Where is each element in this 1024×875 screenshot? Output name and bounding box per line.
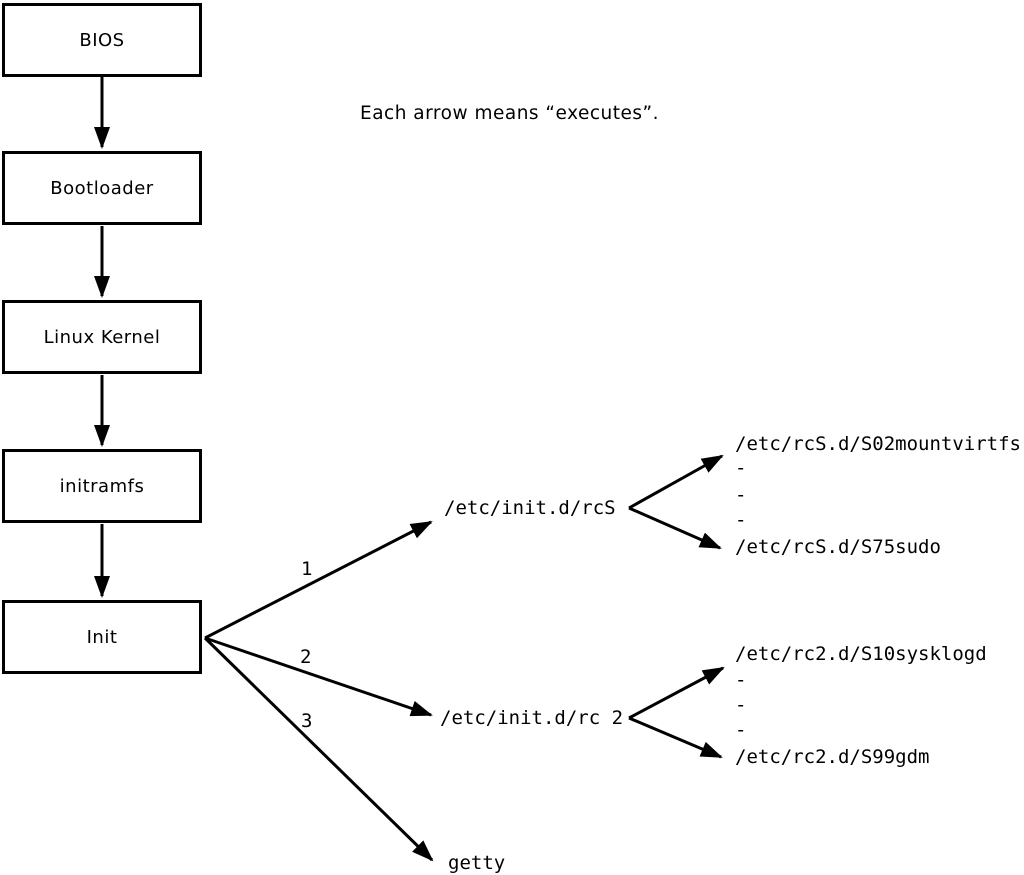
flowchart-box-initramfs: initramfs <box>2 449 202 523</box>
rc2-ellipsis-dash-1: - <box>735 669 747 691</box>
rcS-ellipsis-dash-3: - <box>735 509 747 531</box>
rc2-ellipsis-dash-2: - <box>735 694 747 716</box>
node-etc-init-d-rcS: /etc/init.d/rcS <box>444 497 616 519</box>
arrow-init-to-getty <box>203 636 434 862</box>
box-label-initramfs: initramfs <box>59 475 145 497</box>
edge-label-3: 3 <box>301 710 313 732</box>
arrow-init-to-rcS <box>204 520 433 640</box>
node-rcS-last-script: /etc/rcS.d/S75sudo <box>735 536 941 558</box>
flowchart-box-bios: BIOS <box>2 3 202 77</box>
rc2-ellipsis-dash-3: - <box>735 719 747 741</box>
edge-label-2: 2 <box>300 646 312 668</box>
node-getty: getty <box>448 852 506 874</box>
arrow-rcS-to-last <box>628 506 722 550</box>
node-rc2-last-script: /etc/rc2.d/S99gdm <box>735 746 930 768</box>
edge-label-1: 1 <box>301 558 313 580</box>
arrow-rc2-to-last <box>628 716 723 759</box>
flowchart-box-linux-kernel: Linux Kernel <box>2 300 202 374</box>
diagram-caption: Each arrow means “executes”. <box>360 103 659 124</box>
arrow-rcS-to-first <box>628 454 724 510</box>
box-label-linux-kernel: Linux Kernel <box>43 326 161 348</box>
node-rcS-first-script: /etc/rcS.d/S02mountvirtfs <box>735 433 1021 455</box>
node-etc-init-d-rc2: /etc/init.d/rc 2 <box>440 707 624 729</box>
arrow-rc2-to-first <box>628 666 725 720</box>
flowchart-box-bootloader: Bootloader <box>2 151 202 225</box>
box-label-init: Init <box>86 626 118 648</box>
rcS-ellipsis-dash-2: - <box>735 484 747 506</box>
box-label-bios: BIOS <box>79 29 125 51</box>
arrow-init-to-rc2 <box>204 636 433 717</box>
box-label-bootloader: Bootloader <box>50 177 154 199</box>
node-rc2-first-script: /etc/rc2.d/S10sysklogd <box>735 643 987 665</box>
rcS-ellipsis-dash-1: - <box>735 457 747 479</box>
flowchart-box-init: Init <box>2 600 202 674</box>
